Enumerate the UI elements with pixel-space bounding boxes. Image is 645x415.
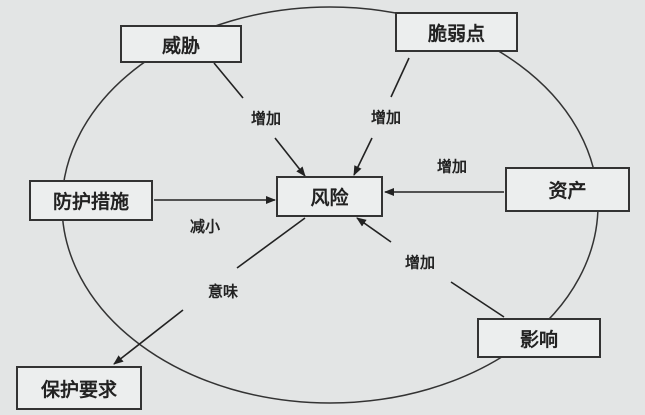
edge-threat-risk-b	[274, 137, 306, 177]
node-safeguard: 防护措施	[29, 180, 153, 221]
node-impact: 影响	[477, 318, 601, 358]
label-asset-risk: 增加	[436, 157, 468, 176]
edge-impact-risk-b	[356, 217, 392, 243]
node-risk: 风险	[276, 176, 383, 217]
edge-vulnerability-risk-b	[353, 137, 373, 176]
node-threat: 威胁	[120, 25, 242, 63]
label-impact-risk: 增加	[404, 253, 436, 272]
label-threat-risk: 增加	[250, 109, 282, 128]
edge-risk-requirement-b	[113, 309, 184, 365]
node-protection-requirement: 保护要求	[16, 366, 142, 410]
edge-threat-risk-a	[213, 62, 244, 99]
label-vulnerability-risk: 增加	[370, 108, 402, 127]
label-safeguard-risk: 减小	[189, 217, 221, 236]
edge-risk-requirement-a	[236, 217, 306, 269]
node-asset: 资产	[505, 167, 630, 212]
node-vulnerability: 脆弱点	[395, 12, 518, 52]
label-risk-requirement: 意味	[207, 282, 239, 301]
edge-impact-risk-a	[450, 281, 505, 318]
edge-vulnerability-risk-a	[390, 57, 410, 98]
